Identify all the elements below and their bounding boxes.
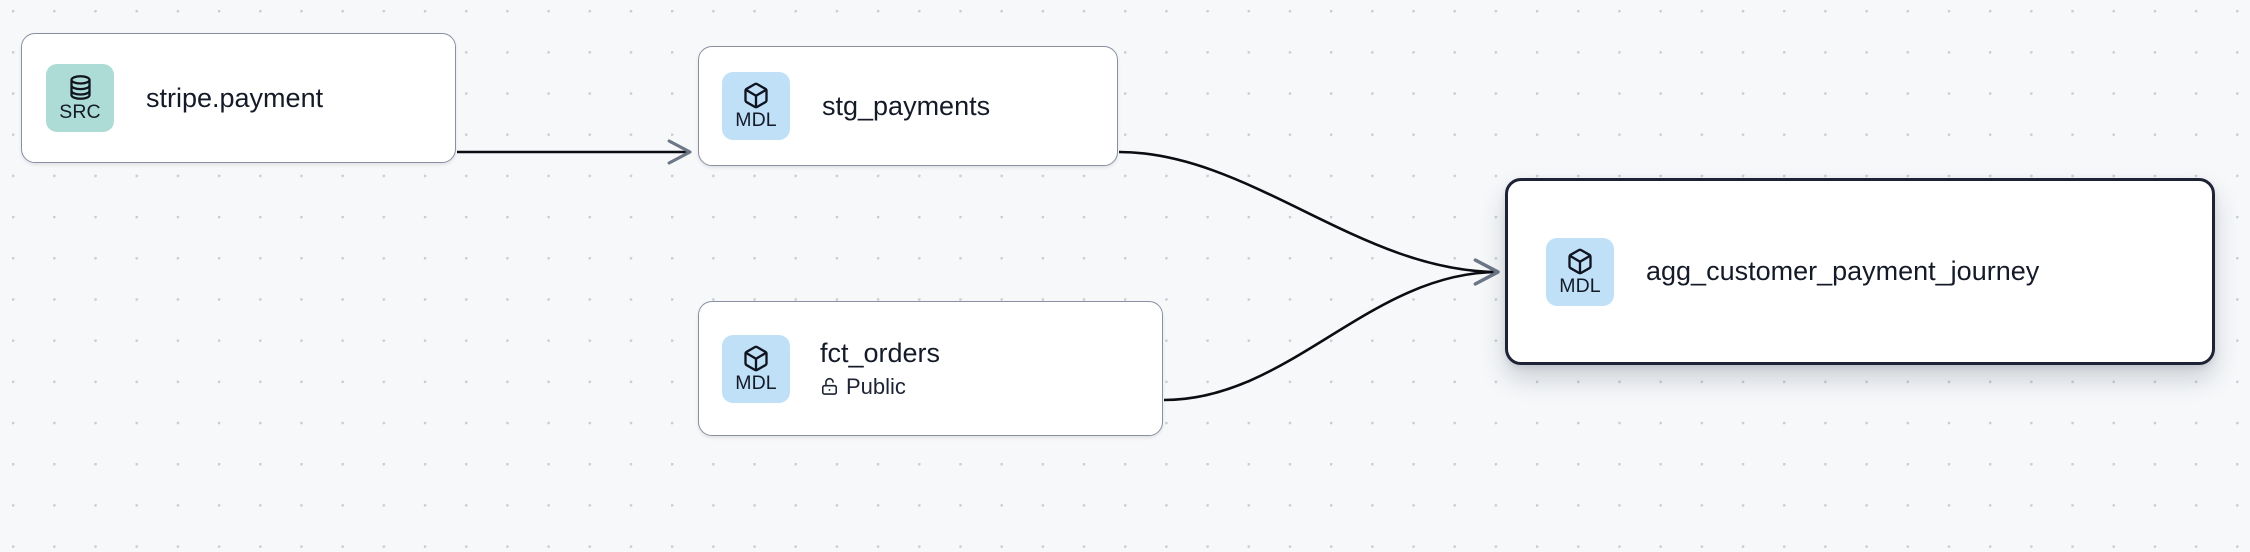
node-title: stripe.payment (146, 82, 324, 113)
node-text-block: fct_orders Public (820, 338, 940, 399)
badge-label: SRC (59, 101, 101, 124)
edge-fct-to-agg[interactable] (1163, 258, 1500, 402)
node-type-badge-mdl: MDL (722, 334, 790, 403)
node-text-block: agg_customer_payment_journey (1646, 256, 2039, 287)
lineage-node-stg-payments[interactable]: MDL stg_payments (698, 46, 1118, 166)
node-visibility-label: Public (846, 373, 906, 399)
unlock-icon (820, 376, 839, 397)
node-title: stg_payments (822, 90, 991, 121)
badge-label: MDL (735, 109, 777, 132)
node-visibility-badge: Public (820, 373, 940, 399)
node-title: agg_customer_payment_journey (1646, 256, 2040, 287)
node-title: fct_orders (820, 338, 941, 369)
cube-icon (742, 81, 770, 110)
node-text-block: stripe.payment (146, 83, 323, 114)
node-text-block: stg_payments (822, 91, 990, 122)
badge-label: MDL (735, 371, 777, 394)
database-icon (67, 73, 94, 102)
node-type-badge-src: SRC (46, 64, 114, 132)
node-type-badge-mdl: MDL (1546, 237, 1614, 306)
edge-stg-to-agg[interactable] (1118, 150, 1500, 286)
cube-icon (1566, 247, 1594, 276)
node-type-badge-mdl: MDL (722, 72, 790, 140)
lineage-node-agg-customer-payment-journey[interactable]: MDL agg_customer_payment_journey (1505, 178, 2215, 365)
badge-label: MDL (1559, 274, 1601, 297)
lineage-node-fct-orders[interactable]: MDL fct_orders Public (698, 301, 1163, 436)
cube-icon (742, 344, 770, 373)
lineage-node-stripe-payment[interactable]: SRC stripe.payment (21, 33, 456, 163)
